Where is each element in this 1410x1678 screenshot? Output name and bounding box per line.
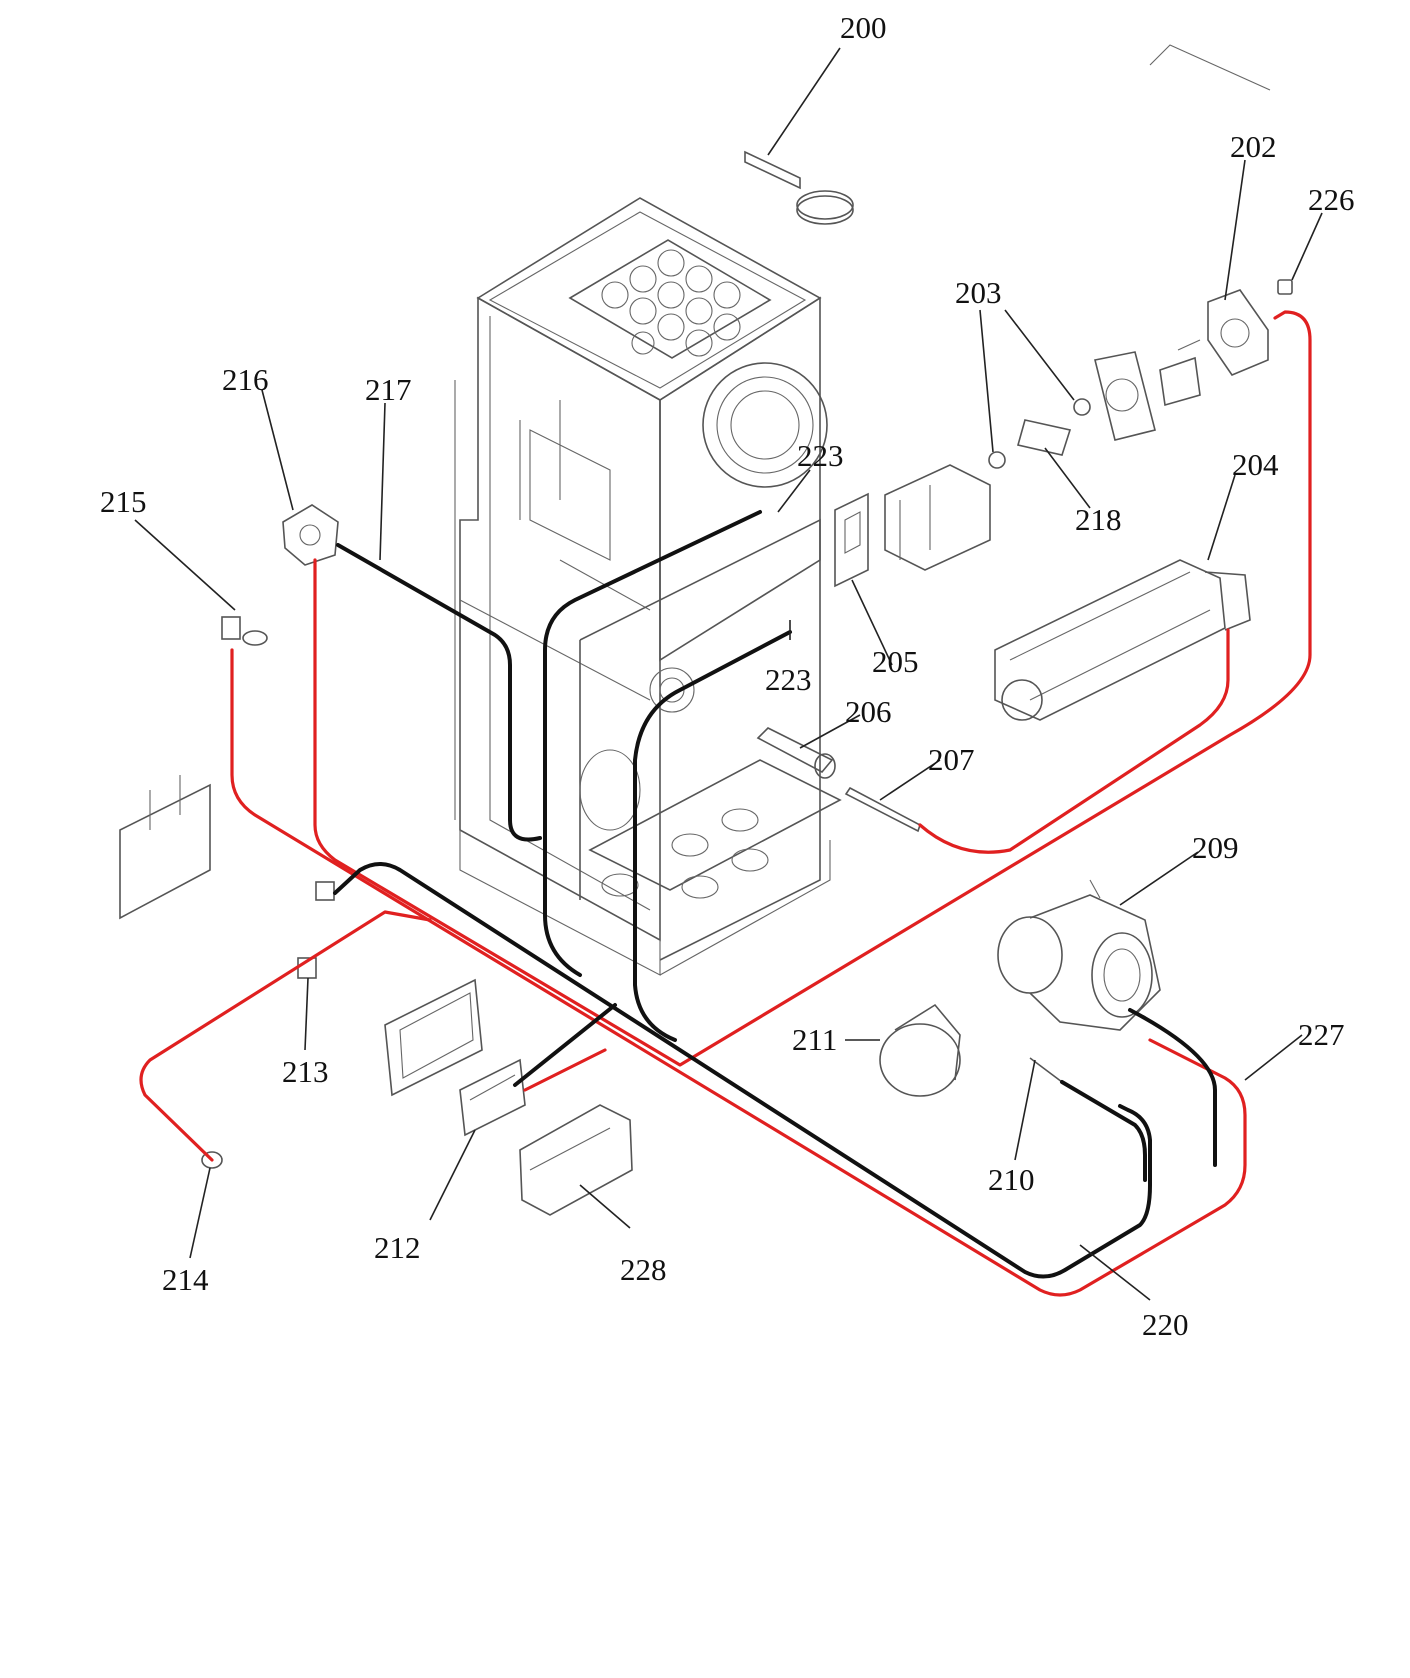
connector-block — [315, 881, 335, 901]
part-202-gear-motor — [1177, 289, 1269, 376]
callout-226: 226 — [1308, 182, 1355, 217]
callout-216: 216 — [222, 362, 269, 397]
part-214-sensor — [201, 1151, 223, 1169]
part-216-pressure-switch — [282, 504, 339, 566]
callout-205: 205 — [872, 644, 919, 679]
part-211-duct — [879, 1003, 961, 1097]
red-wires — [139, 310, 1312, 1297]
callout-227: 227 — [1298, 1017, 1345, 1052]
part-200-bracket-ring — [744, 150, 854, 225]
callout-209: 209 — [1192, 830, 1239, 865]
leader-lines — [134, 47, 1323, 1301]
callout-210: 210 — [988, 1162, 1035, 1197]
part-226-fitting — [1277, 279, 1293, 295]
callout-200: 200 — [840, 10, 887, 45]
callout-labels: 200 202 226 203 216 217 215 223 218 204 … — [100, 10, 1355, 1342]
callout-214: 214 — [162, 1262, 209, 1297]
black-wires — [333, 510, 1217, 1279]
callout-218: 218 — [1075, 502, 1122, 537]
callout-215: 215 — [100, 484, 147, 519]
part-204-tube-motor — [994, 559, 1251, 721]
part-209-blower — [997, 879, 1161, 1031]
left-bracket — [119, 775, 211, 920]
part-212-control-board — [384, 978, 526, 1137]
part-205-plate — [834, 492, 869, 588]
part-228-box — [519, 1104, 633, 1216]
part-203-218-drive — [988, 351, 1201, 469]
callout-213: 213 — [282, 1054, 329, 1089]
callout-220: 220 — [1142, 1307, 1189, 1342]
callout-204: 204 — [1232, 447, 1279, 482]
callout-203: 203 — [955, 275, 1002, 310]
callout-223-upper: 223 — [797, 438, 844, 473]
callout-223-lower: 223 — [765, 662, 812, 697]
callout-206: 206 — [845, 694, 892, 729]
callout-217: 217 — [365, 372, 412, 407]
part-207-rod — [844, 786, 921, 833]
part-206-sleeve — [756, 727, 836, 779]
callout-212: 212 — [374, 1230, 421, 1265]
callout-207: 207 — [928, 742, 975, 777]
callout-211: 211 — [792, 1022, 837, 1057]
callout-228: 228 — [620, 1252, 667, 1287]
part-215-thermostat — [221, 616, 268, 646]
boiler-body — [454, 197, 842, 976]
corner-mark — [1149, 44, 1271, 91]
callout-202: 202 — [1230, 129, 1277, 164]
auger-channel — [884, 464, 991, 571]
